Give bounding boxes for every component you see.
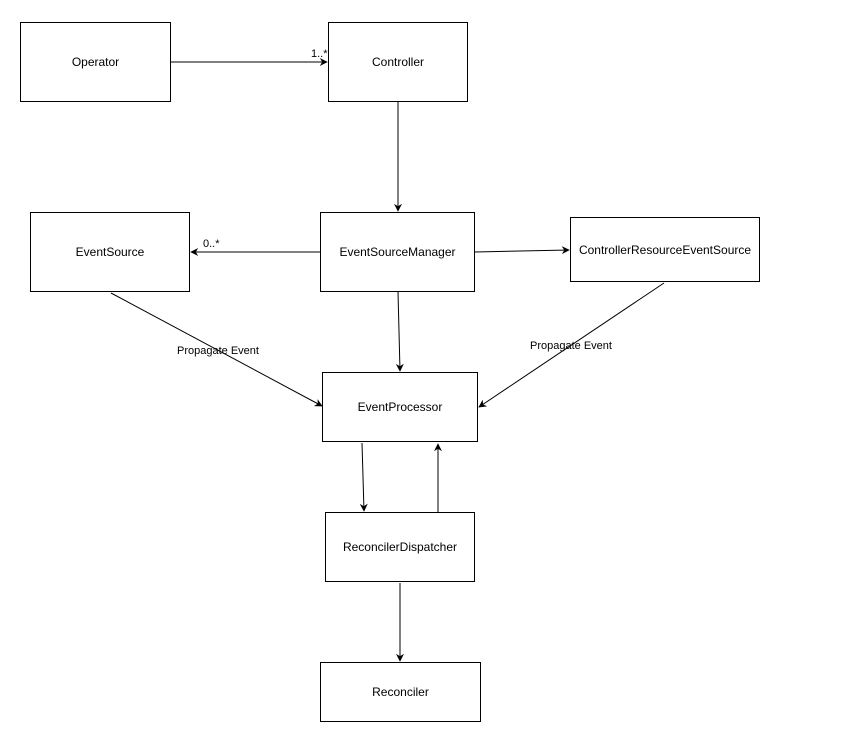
edge-manager-to-processor <box>395 291 404 372</box>
edge-manager-to-resource-source <box>474 246 570 255</box>
node-controller-resource-event-source: ControllerResourceEventSource <box>570 217 760 282</box>
node-event-processor-label: EventProcessor <box>357 400 443 414</box>
node-controller-resource-event-source-label: ControllerResourceEventSource <box>578 242 752 257</box>
node-controller: Controller <box>328 22 468 102</box>
node-event-processor: EventProcessor <box>322 372 478 442</box>
edge-event-source-to-processor <box>110 292 323 407</box>
edge-resource-source-to-processor <box>478 282 665 408</box>
node-event-source-manager-label: EventSourceManager <box>339 245 456 259</box>
node-reconciler-dispatcher: ReconcilerDispatcher <box>325 512 475 582</box>
edge-label-operator-controller: 1..* <box>311 48 328 60</box>
node-reconciler-dispatcher-label: ReconcilerDispatcher <box>342 540 458 554</box>
node-event-source-manager: EventSourceManager <box>320 212 475 292</box>
edge-label-resource-source-propagate: Propagate Event <box>530 340 612 352</box>
node-reconciler: Reconciler <box>320 662 481 722</box>
node-operator-label: Operator <box>71 55 120 69</box>
edge-processor-to-dispatcher <box>359 442 368 512</box>
edge-label-manager-event-source: 0..* <box>203 238 220 250</box>
node-operator: Operator <box>20 22 171 102</box>
node-event-source: EventSource <box>30 212 190 292</box>
node-event-source-label: EventSource <box>75 245 145 259</box>
node-controller-label: Controller <box>371 55 425 69</box>
node-reconciler-label: Reconciler <box>372 685 429 699</box>
edge-label-event-source-propagate: Propagate Event <box>177 345 259 357</box>
